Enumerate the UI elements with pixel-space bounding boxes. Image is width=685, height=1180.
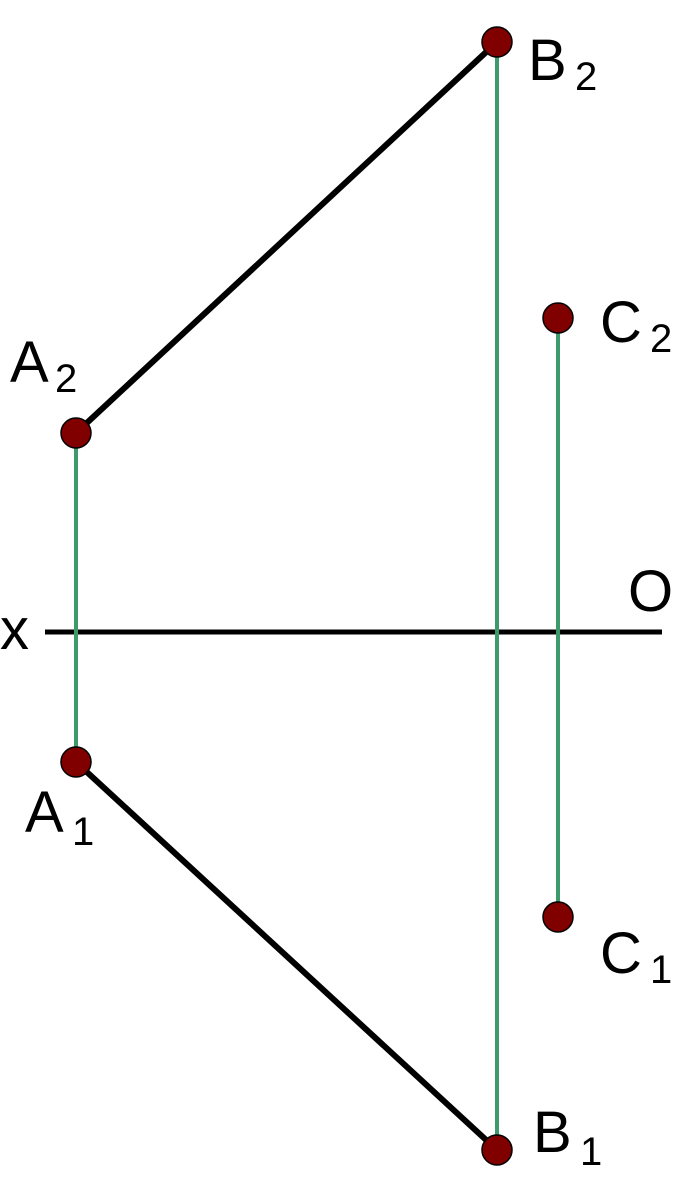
svg-text:A: A bbox=[25, 780, 64, 845]
svg-text:1: 1 bbox=[580, 1130, 602, 1174]
axis-label-x: x bbox=[0, 597, 29, 662]
segment-a1-b1 bbox=[73, 759, 500, 1153]
svg-text:A: A bbox=[10, 330, 49, 395]
svg-text:B: B bbox=[528, 28, 567, 93]
point-b1 bbox=[481, 1134, 513, 1166]
svg-text:2: 2 bbox=[650, 317, 672, 361]
svg-text:1: 1 bbox=[650, 948, 672, 992]
label-a2: A 2 bbox=[10, 330, 77, 401]
segment-a2-b2 bbox=[73, 39, 500, 436]
axis-label-o: O bbox=[628, 559, 673, 624]
point-a2 bbox=[60, 417, 92, 449]
point-a1 bbox=[60, 746, 92, 778]
svg-text:C: C bbox=[600, 921, 642, 986]
label-b2: B 2 bbox=[528, 28, 597, 99]
svg-text:C: C bbox=[600, 290, 642, 355]
point-c1 bbox=[542, 901, 574, 933]
svg-text:2: 2 bbox=[575, 55, 597, 99]
point-c2 bbox=[542, 302, 574, 334]
point-b2 bbox=[481, 26, 513, 58]
svg-text:2: 2 bbox=[55, 357, 77, 401]
label-c1: C 1 bbox=[600, 921, 672, 992]
label-c2: C 2 bbox=[600, 290, 672, 361]
label-b1: B 1 bbox=[533, 1100, 602, 1174]
svg-text:1: 1 bbox=[72, 810, 94, 854]
label-a1: A 1 bbox=[25, 780, 94, 854]
svg-text:B: B bbox=[533, 1100, 572, 1165]
